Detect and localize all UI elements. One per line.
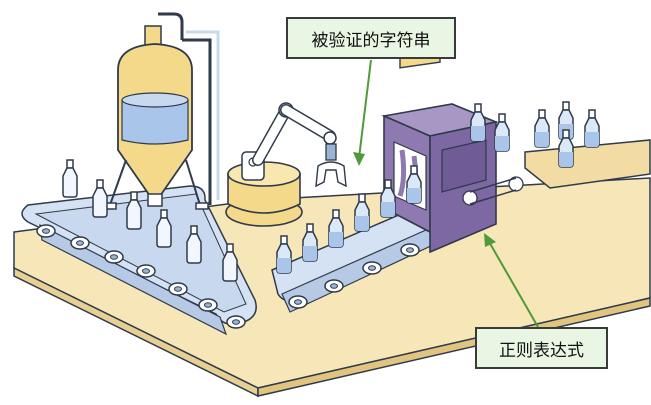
validated-string-label: 被验证的字符串 xyxy=(286,17,456,59)
regex-label: 正则表达式 xyxy=(475,327,608,369)
callout-arrows xyxy=(353,59,539,328)
side-shelf xyxy=(524,139,651,189)
robot-arm xyxy=(225,102,347,227)
filling-tank xyxy=(103,12,220,210)
left-conveyor xyxy=(21,185,257,336)
